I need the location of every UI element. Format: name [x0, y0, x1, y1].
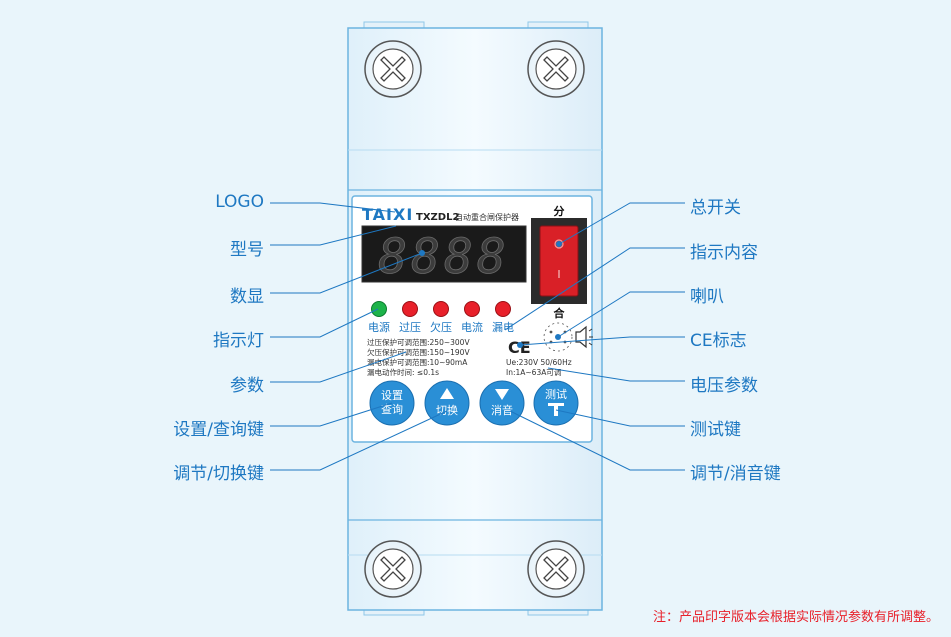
- callout-logo: LOGO: [215, 192, 264, 212]
- parameter-list: 过压保护可调范围:250~300V 欠压保护可调范围:150~190V 漏电保护…: [367, 337, 470, 377]
- footnote: 注：产品印字版本会根据实际情况参数有所调整。: [652, 610, 939, 625]
- indicator-label: 欠压: [430, 320, 452, 334]
- callout-indicator-content: 指示内容: [690, 243, 758, 263]
- screw-bottom-right: [527, 540, 585, 598]
- callout-voltage-params: 电压参数: [690, 376, 758, 396]
- param-line: 过压保护可调范围:250~300V: [367, 337, 470, 347]
- callout-adjust-switch-key: 调节/切换键: [173, 464, 264, 484]
- product-name: 自动重合闸保护器: [455, 212, 519, 222]
- switch-off-label: 分: [554, 204, 565, 218]
- callout-test-key: 测试键: [690, 420, 741, 440]
- down-arrow-icon: [495, 389, 509, 400]
- callout-display: 数显: [230, 287, 264, 307]
- indicator-label: 电流: [461, 320, 483, 334]
- leader-lines-left: [270, 202, 448, 471]
- indicator-undervoltage: 欠压: [430, 301, 452, 334]
- settings-button-line2: 查询: [381, 402, 403, 416]
- screw-top-left: [364, 40, 422, 98]
- settings-button-line1: 设置: [381, 389, 403, 402]
- callout-parameters: 参数: [230, 376, 264, 396]
- callout-speaker: 喇叭: [690, 287, 724, 307]
- switch-on-label: 合: [554, 306, 566, 320]
- param-line: 漏电动作时间: ≤0.1s: [367, 367, 439, 377]
- voltage-param-line: Ue:230V 50/60Hz: [506, 358, 572, 367]
- screw-bottom-left: [364, 540, 422, 598]
- indicator-lights: 电源 过压 欠压 电流 漏电: [368, 301, 514, 334]
- callout-adjust-mute-key: 调节/消音键: [690, 464, 781, 484]
- indicator-label: 漏电: [492, 321, 514, 334]
- test-button[interactable]: 测试: [533, 380, 579, 426]
- main-switch[interactable]: [539, 225, 579, 297]
- adjust-mute-button[interactable]: 消音: [479, 380, 525, 426]
- callout-settings-key: 设置/查询键: [173, 420, 264, 440]
- callout-main-switch: 总开关: [690, 198, 741, 218]
- adjust-switch-button[interactable]: 切换: [424, 380, 470, 426]
- indicator-current: 电流: [461, 301, 483, 334]
- model-number: TXZDL2: [416, 212, 459, 223]
- mute-button-label: 消音: [491, 403, 513, 417]
- t-icon: [548, 403, 564, 416]
- indicator-label: 电源: [368, 320, 390, 334]
- indicator-power: 电源: [368, 301, 390, 334]
- callout-ce-mark: CE标志: [690, 331, 747, 351]
- param-line: 欠压保护可调范围:150~190V: [367, 347, 470, 357]
- digital-display: 8888: [361, 225, 527, 285]
- voltage-param-line: In:1A~63A可调: [506, 368, 561, 377]
- screw-top-right: [527, 40, 585, 98]
- test-button-label: 测试: [545, 388, 567, 401]
- up-arrow-icon: [440, 388, 454, 399]
- brand-logo: TAIXI: [362, 205, 413, 224]
- callout-indicator-lights: 指示灯: [213, 331, 264, 351]
- leader-lines-right: [504, 202, 685, 471]
- display-digits: 8888: [378, 229, 510, 285]
- indicator-leakage: 漏电: [492, 301, 514, 334]
- indicator-overvoltage: 过压: [399, 301, 421, 334]
- callout-model: 型号: [230, 240, 264, 260]
- param-line: 漏电保护可调范围:10~90mA: [367, 357, 468, 367]
- indicator-label: 过压: [399, 321, 421, 334]
